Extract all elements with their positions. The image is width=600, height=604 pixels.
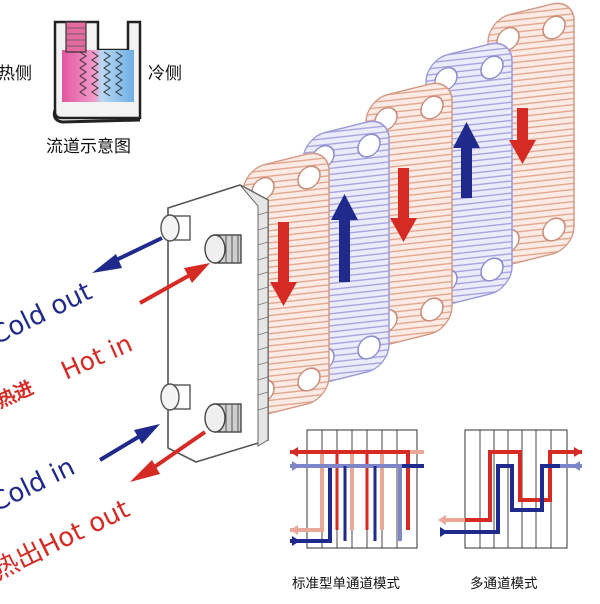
inset-corrugated-plates <box>79 51 123 97</box>
single-pass-caption: 标准型单通道模式 <box>292 576 400 592</box>
front-cover-plate <box>160 184 269 463</box>
down-arrow-icon <box>270 222 297 306</box>
port-top-left <box>160 214 191 242</box>
inset-flow-area <box>62 50 134 102</box>
cold-out-arrow-icon <box>92 236 163 273</box>
cold-out-label: Cold out <box>0 277 97 352</box>
single-pass-schematic <box>290 429 424 549</box>
up-arrow-icon <box>331 194 358 282</box>
flow-inset: 热侧 冷侧 流道示意图 <box>0 20 182 157</box>
inset-hot-label: 热侧 <box>0 64 32 84</box>
hot-out-arrow-icon <box>130 430 207 482</box>
hot-in-arrow-icon <box>139 263 210 305</box>
down-arrow-icon <box>509 108 536 164</box>
inset-hot-port <box>65 21 87 53</box>
port-bottom-right-threaded <box>204 403 242 433</box>
multi-pass-caption: 多通道模式 <box>470 575 538 592</box>
hot-in-cn-label: 热进 <box>0 376 37 412</box>
inset-caption: 流道示意图 <box>46 137 131 157</box>
inset-cold-label: 冷侧 <box>148 64 182 84</box>
cold-in-label: Cold in <box>0 452 80 518</box>
hot-in-label: Hot in <box>57 329 137 386</box>
port-top-right-threaded <box>204 234 242 264</box>
plate-stack <box>242 2 575 416</box>
plate-flow-arrows <box>270 108 536 306</box>
multi-pass-schematic <box>438 429 582 549</box>
port-flow-arrows <box>92 236 210 482</box>
down-arrow-icon <box>390 168 417 242</box>
cold-in-arrow-icon <box>98 424 160 462</box>
up-arrow-icon <box>453 122 480 198</box>
hot-out-label: 热出Hot out <box>0 494 135 586</box>
port-bottom-left <box>160 383 191 411</box>
